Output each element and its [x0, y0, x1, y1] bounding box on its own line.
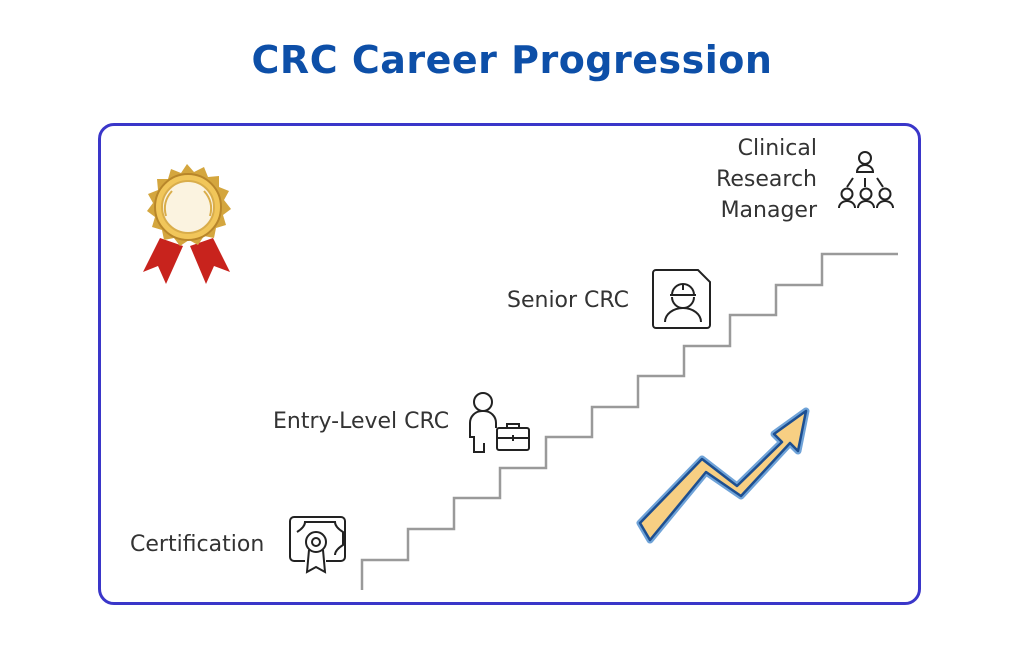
- growth-arrow-icon: [636, 407, 810, 544]
- worker-badge-icon: [652, 269, 711, 329]
- stage-label-certification: Certification: [130, 532, 265, 557]
- gold-medal-icon: [143, 164, 231, 284]
- stage-label-entry-level: Entry-Level CRC: [273, 409, 450, 434]
- team-leader-icon: [838, 151, 894, 209]
- career-staircase: [360, 252, 898, 590]
- certificate-icon: [289, 516, 346, 574]
- stage-label-senior: Senior CRC: [507, 288, 629, 313]
- stage-label-manager: Clinical Research Manager: [716, 136, 817, 223]
- page-title: CRC Career Progression: [251, 38, 773, 82]
- diagram-frame: [98, 123, 921, 605]
- employee-briefcase-icon: [469, 392, 530, 453]
